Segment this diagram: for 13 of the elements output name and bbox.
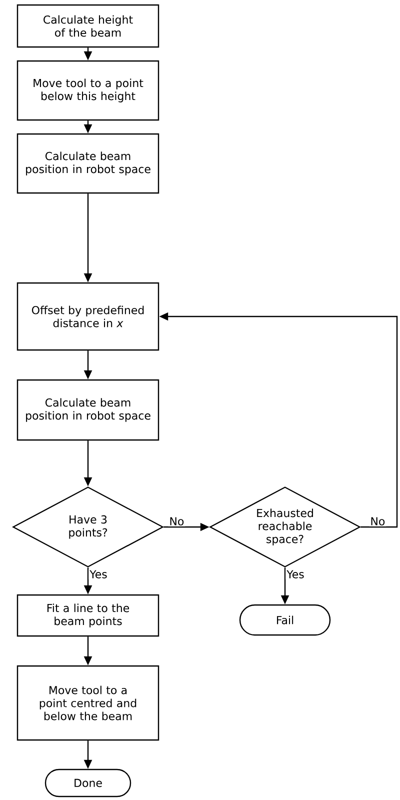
process-box: Calculate beam position in robot space — [16, 133, 160, 194]
edge-label: Yes — [88, 569, 108, 580]
process-box: Calculate height of the beam — [16, 4, 160, 48]
process-box: Move tool to a point centred and below the beam — [16, 665, 160, 741]
terminal-box: Done — [44, 768, 132, 798]
process-box: Offset by predefined distance in x — [16, 282, 160, 351]
edge-label: No — [369, 516, 386, 526]
terminal-box: Fail — [239, 604, 331, 636]
process-box: Calculate beam position in robot space — [16, 379, 160, 441]
process-box: Move tool to a point below this height — [16, 60, 160, 121]
process-box: Fit a line to the beam points — [16, 594, 160, 637]
edge-label: Yes — [286, 569, 306, 580]
edge-label: No — [168, 516, 186, 526]
